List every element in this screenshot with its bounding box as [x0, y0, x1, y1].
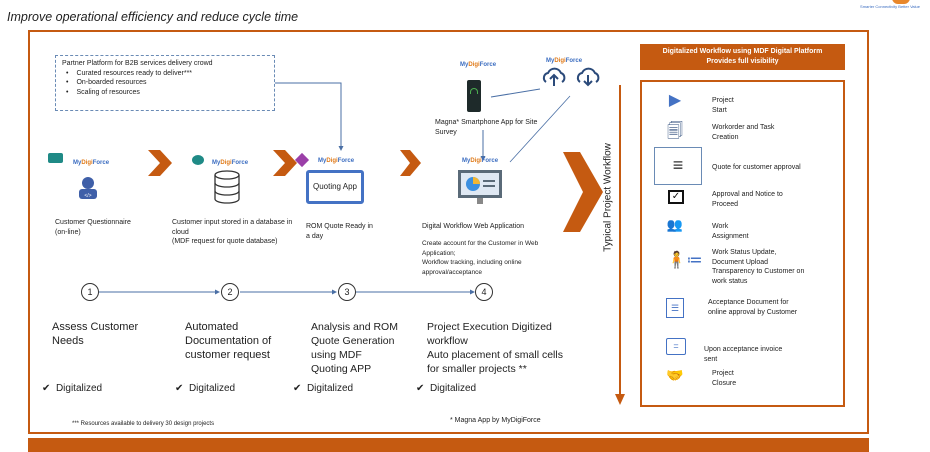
large-chevron-arrow [563, 152, 603, 232]
footnote-resources: *** Resources available to delivery 30 d… [72, 421, 215, 427]
check-icon: ✔ [416, 383, 425, 394]
step-number: 3 [338, 283, 356, 301]
mydigiforce-logo: MyDigiForce [462, 158, 499, 164]
step-caption: Customer Questionnaire (on-line) [55, 219, 131, 236]
status-text: Digitalized [429, 383, 477, 394]
mydigiforce-logo: MyDigiForce [212, 160, 249, 166]
mydigiforce-logo: MyDigiForce [546, 58, 583, 64]
company-logo: Smarter Connectivity Better Value [830, 0, 920, 12]
phase-heading: Automated Documentation of customer requ… [185, 321, 272, 361]
bottom-bar [28, 438, 869, 452]
logo-tagline: Smarter Connectivity Better Value [860, 4, 920, 9]
partner-title: Partner Platform for B2B services delive… [62, 60, 213, 67]
panel-header: Digitalized Workflow using MDF Digital P… [640, 44, 845, 70]
subtitle: Improve operational efficiency and reduc… [7, 10, 299, 24]
check-icon: ✔ [175, 383, 184, 394]
digitalized-status: ✔ Digitalized [175, 383, 235, 394]
workflow-item-label: Work Assignment [712, 223, 749, 240]
smartphone-icon [467, 80, 481, 112]
invoice-icon: = [666, 338, 686, 355]
status-text: Digitalized [188, 383, 236, 394]
step-number: 4 [475, 283, 493, 301]
magna-caption: Magna* Smartphone App for Site Survey [435, 119, 538, 136]
step-number: 2 [221, 283, 239, 301]
mydigiforce-logo: MyDigiForce [460, 62, 497, 68]
step-caption: Digital Workflow Web Application [422, 223, 525, 230]
cloud-upload-icon [542, 67, 566, 86]
checkbox-icon: ✓ [668, 190, 684, 204]
developer-user-icon: </> [79, 177, 97, 199]
partner-bullet: Curated resources ready to deliver*** [66, 69, 268, 79]
cloud-download-icon [576, 67, 600, 87]
chevron-arrow [273, 150, 297, 176]
digitalized-status: ✔ Digitalized [293, 383, 353, 394]
workflow-item-label: Quote for customer approval [712, 164, 801, 171]
database-icon [214, 170, 240, 204]
workflow-label: Typical Project Workflow [602, 143, 614, 252]
workflow-panel: ▶ Project Start 🗐 Workorder and Task Creat… [640, 80, 845, 407]
quote-document-icon: ≡ [654, 147, 702, 185]
workflow-item-label: Project Start [712, 97, 734, 114]
workflow-item-label: Acceptance Document for online approval … [708, 299, 798, 316]
phase-heading: Project Execution Digitized workflow Aut… [427, 321, 563, 375]
check-icon: ✔ [293, 383, 302, 394]
handshake-icon: 🤝 [666, 367, 684, 383]
monitor-dashboard-icon [458, 170, 502, 204]
mydigiforce-logo: MyDigiForce [73, 160, 110, 166]
step-detail: Create account for the Customer in Web A… [422, 240, 539, 276]
check-icon: ✔ [42, 383, 51, 394]
workflow-item-label: Project Closure [712, 370, 737, 387]
footnote-magna: * Magna App by MyDigiForce [450, 417, 541, 424]
team-icon: 👥 [666, 217, 684, 232]
quoting-app-icon: Quoting App [306, 170, 364, 204]
main-frame [28, 30, 869, 434]
status-text: Digitalized [55, 383, 103, 394]
forms-app-icon [48, 153, 63, 163]
partner-platform-box: Partner Platform for B2B services delive… [55, 55, 275, 111]
clipboard-checklist-icon: ☰ [666, 298, 684, 318]
status-text: Digitalized [306, 383, 354, 394]
step-caption: Customer input stored in a database in c… [172, 219, 293, 245]
play-icon: ▶ [668, 92, 682, 109]
svg-text:</>: </> [84, 193, 91, 199]
partner-bullet: Scaling of resources [66, 88, 268, 98]
workflow-item-label: Upon acceptance invoice sent [704, 346, 783, 363]
workflow-item-label: Workorder and Task Creation [712, 124, 775, 141]
partner-bullet: On-boarded resources [66, 78, 268, 88]
step-caption: ROM Quote Ready in a day [306, 223, 373, 240]
workflow-item-label: Approval and Notice to Proceed [712, 191, 783, 208]
phase-heading: Assess Customer Needs [52, 321, 139, 347]
digitalized-status: ✔ Digitalized [416, 383, 476, 394]
sharepoint-icon [192, 155, 204, 165]
documents-icon: 🗐 [667, 123, 683, 140]
phase-heading: Analysis and ROM Quote Generation using … [311, 321, 398, 375]
cloud-sync-icons [542, 67, 600, 87]
chevron-arrow [148, 150, 172, 176]
digitalized-status: ✔ Digitalized [42, 383, 102, 394]
person-list-icon: 🧍≔ [666, 252, 703, 269]
chevron-arrow [400, 150, 421, 176]
step-number: 1 [81, 283, 99, 301]
workflow-item-label: Work Status Update, Document Upload Tran… [712, 249, 805, 285]
mydigiforce-logo: MyDigiForce [318, 158, 355, 164]
